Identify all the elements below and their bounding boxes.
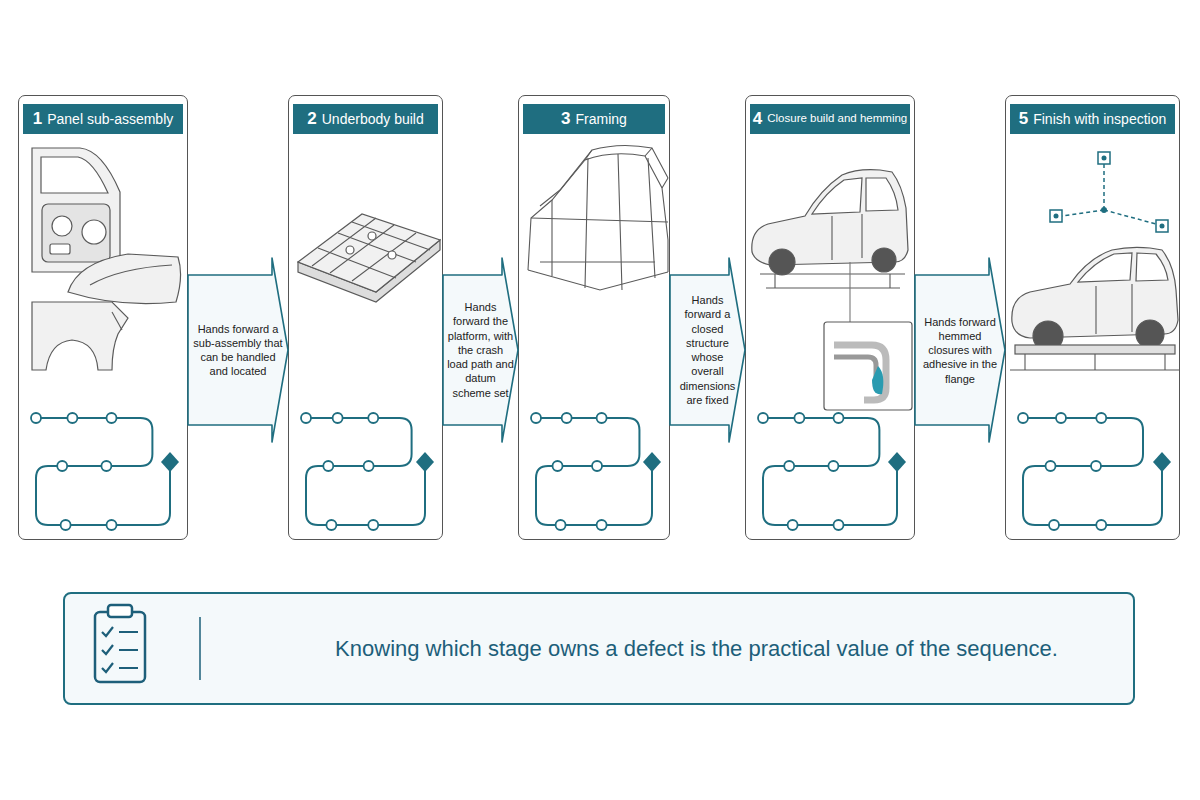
stage-title: Panel sub-assembly — [47, 111, 173, 127]
stage-number: 2 — [307, 110, 316, 129]
stage-title: Finish with inspection — [1033, 111, 1166, 127]
block-arrow — [915, 258, 1005, 442]
stage-card: 5 Finish with inspection — [1005, 95, 1180, 540]
arrow-label: Hands forward a sub-assembly that can be… — [192, 322, 284, 379]
header-band: 5 Finish with inspection — [1010, 104, 1175, 134]
stage-card: 1 Panel sub-assembly — [18, 95, 188, 540]
stage-number: 4 — [753, 110, 762, 129]
header-band: 3 Framing — [523, 104, 665, 134]
stage-card: 4 Closure build and hemming — [745, 95, 915, 540]
header-band: 2 Underbody build — [293, 104, 438, 134]
block-arrow — [670, 258, 745, 442]
block-arrow — [188, 258, 288, 442]
stage-number: 5 — [1019, 110, 1028, 129]
block-arrow — [443, 258, 518, 442]
stage-number: 3 — [561, 110, 570, 129]
arrow-label: Hands forward a closed structure whose o… — [674, 293, 741, 407]
note-box: Knowing which stage owns a defect is the… — [63, 592, 1135, 705]
arrow-label: Hands forward the platform, with the cra… — [447, 300, 514, 400]
stage-title: Underbody build — [322, 111, 424, 127]
stage-number: 1 — [33, 110, 42, 129]
stage-title: Framing — [576, 111, 627, 127]
stage-card: 3 Framing — [518, 95, 670, 540]
header-band: 1 Panel sub-assembly — [23, 104, 183, 134]
note-text: Knowing which stage owns a defect is the… — [280, 634, 1113, 663]
arrow-label: Hands forward hemmed closures with adhes… — [919, 315, 1001, 386]
stage-title: Closure build and hemming — [767, 112, 907, 125]
header-band: 4 Closure build and hemming — [750, 104, 910, 134]
stage-card: 2 Underbody build — [288, 95, 443, 540]
